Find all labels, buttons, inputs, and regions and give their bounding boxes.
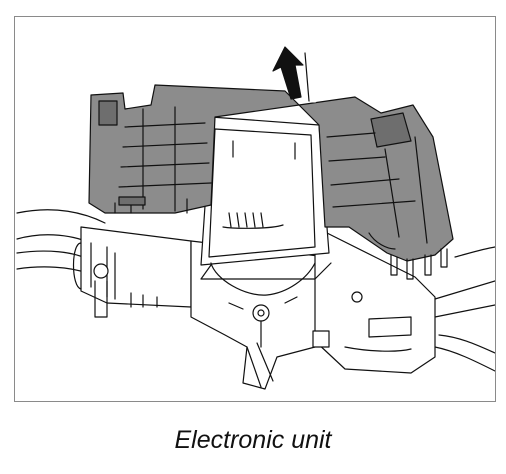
illustration-frame bbox=[14, 16, 496, 402]
left-switch-housing bbox=[72, 226, 192, 318]
mounting-bracket bbox=[200, 116, 332, 296]
steering-column-right bbox=[434, 246, 495, 372]
removal-arrow-icon bbox=[272, 46, 317, 103]
electronic-unit-diagram bbox=[16, 46, 495, 390]
figure-caption: Electronic unit bbox=[174, 426, 332, 454]
electronic-unit-right-block bbox=[298, 96, 454, 280]
electronic-unit-left-block bbox=[88, 84, 300, 214]
right-switch-housing bbox=[312, 226, 436, 374]
